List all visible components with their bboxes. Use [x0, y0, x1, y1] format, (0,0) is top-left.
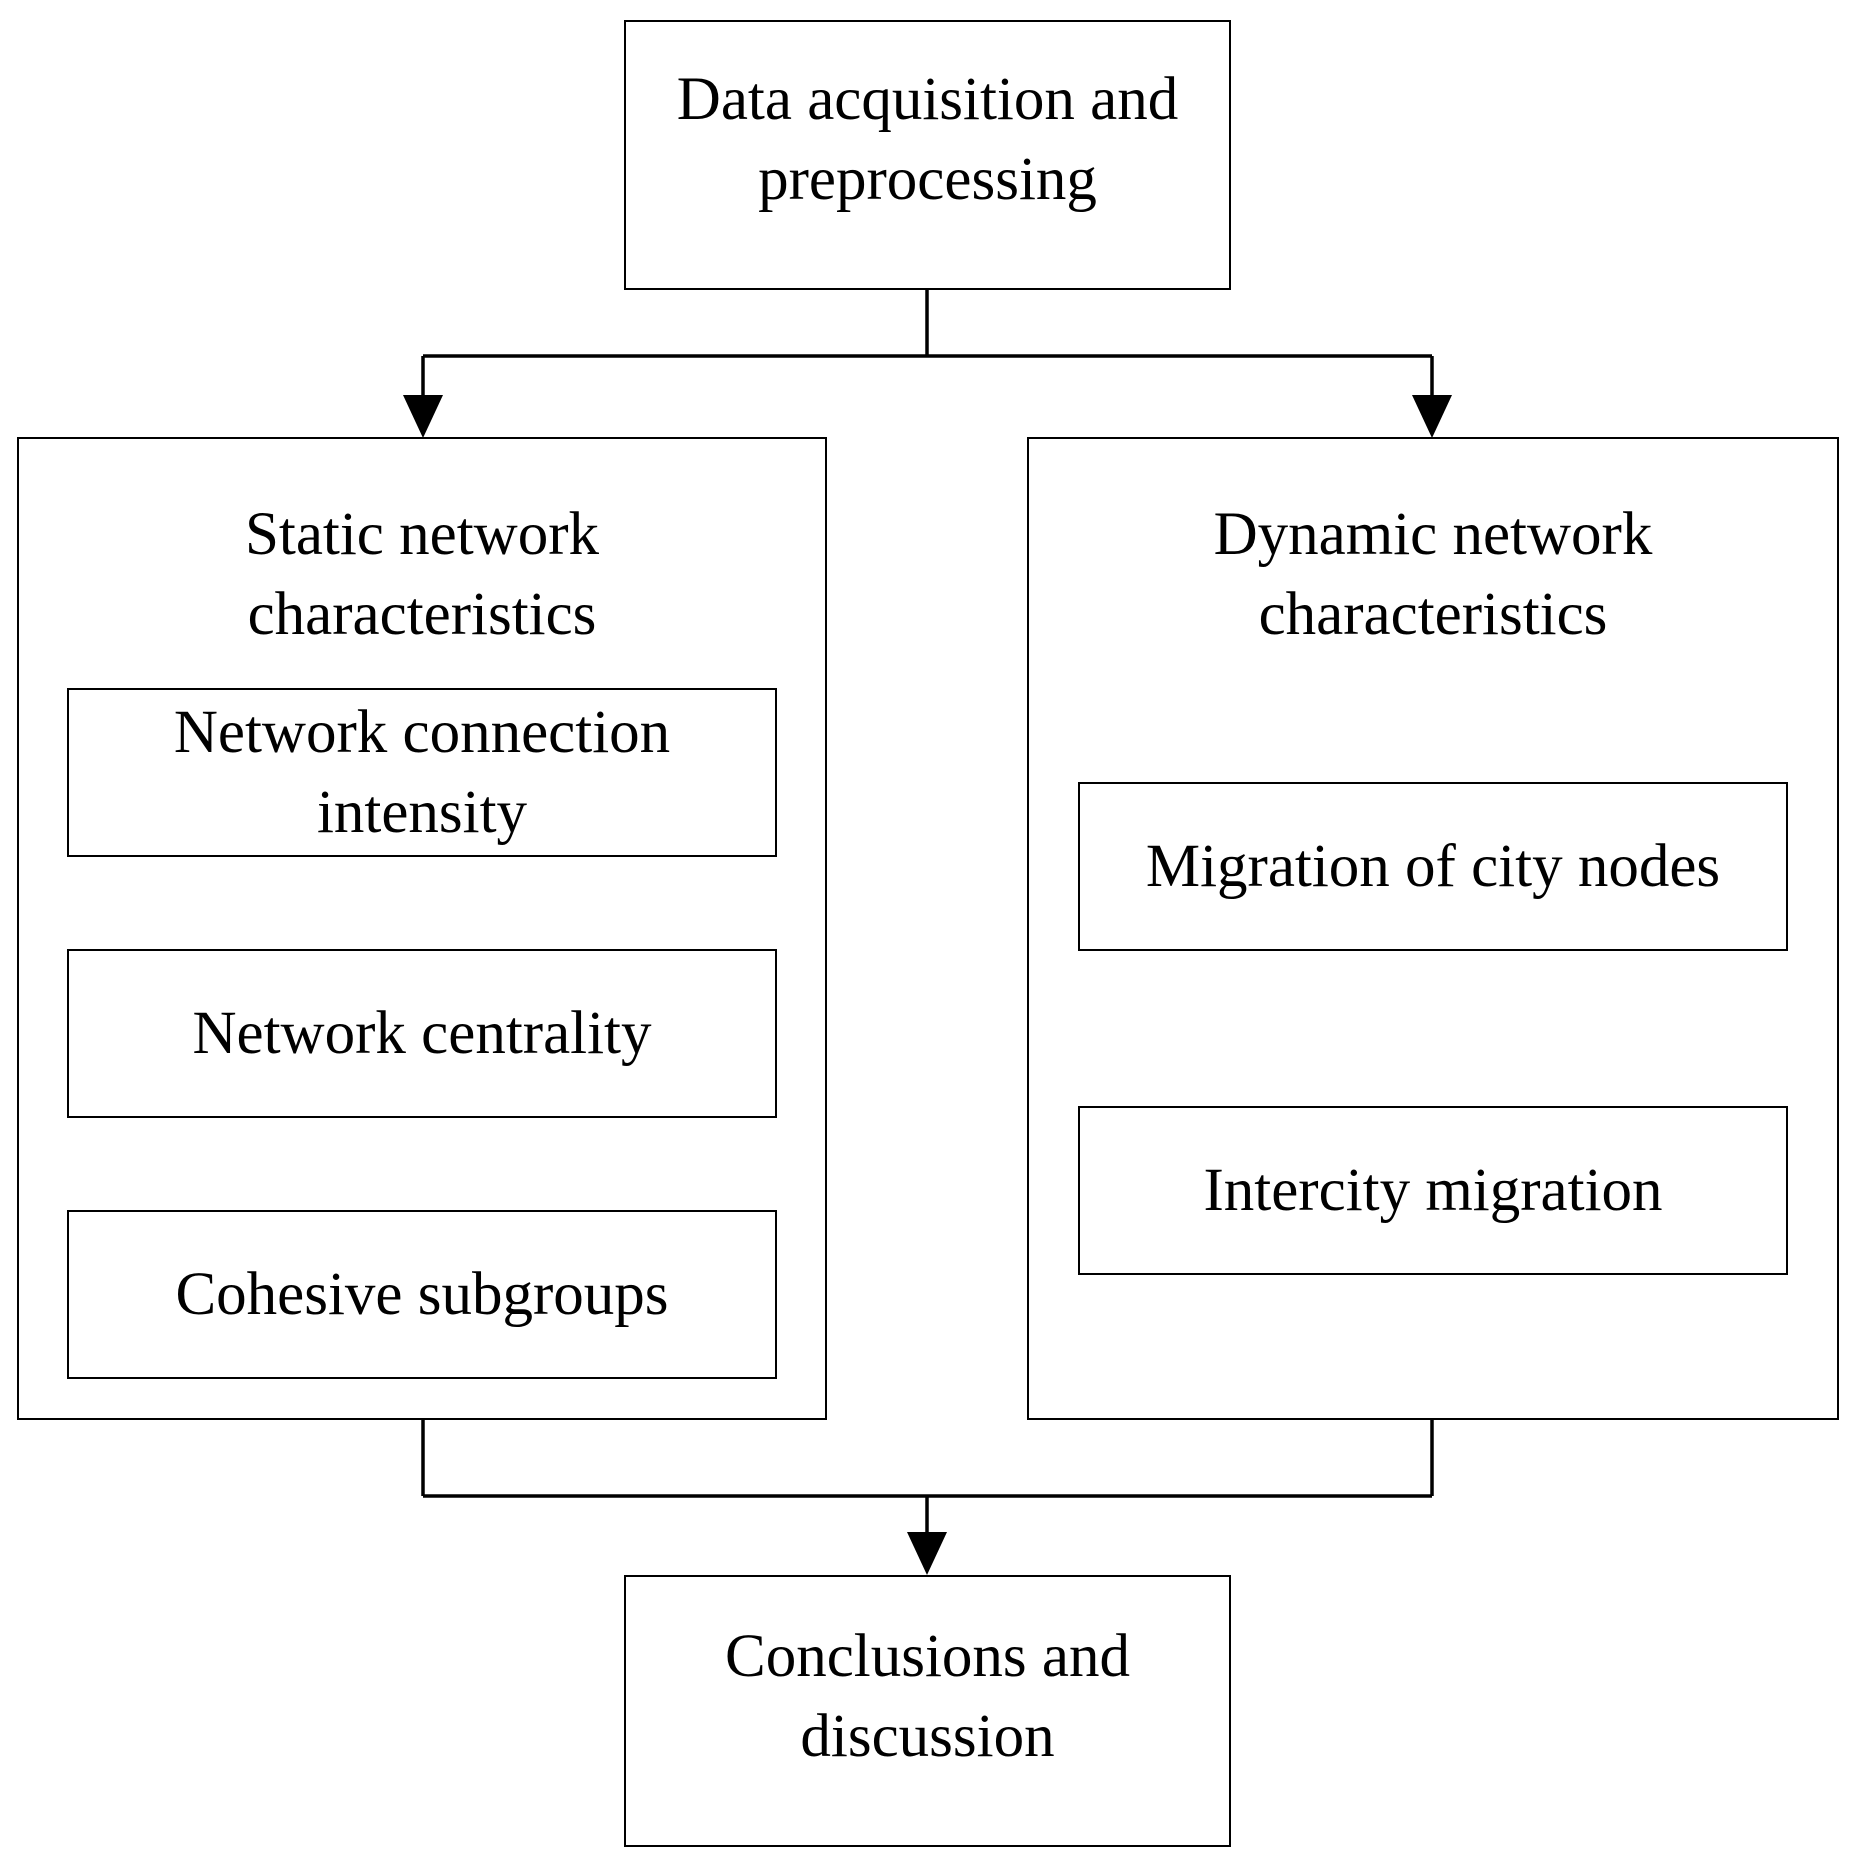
step-cohesive-subgroups — [67, 1210, 777, 1379]
step-intercity-migration-label: Intercity migration — [1203, 1156, 1663, 1224]
conclusions-box — [624, 1575, 1231, 1847]
data-acquisition-box — [624, 20, 1231, 290]
step-cohesive-subgroups-label: Cohesive subgroups — [175, 1260, 669, 1328]
step-network-centrality-label: Network centrality — [192, 999, 652, 1067]
step-migration-of-city-nodes — [1078, 782, 1788, 951]
static-network-title: Static network characteristics — [244, 501, 600, 648]
conclusions-label: Conclusions and discussion — [725, 1623, 1130, 1770]
data-acquisition-label: Data acquisition and preprocessing — [676, 66, 1179, 213]
step-migration-of-city-nodes-label: Migration of city nodes — [1145, 832, 1721, 900]
step-network-connection-intensity — [67, 688, 777, 857]
step-network-connection-intensity-label: Network connection intensity — [173, 699, 671, 846]
step-network-centrality — [67, 949, 777, 1118]
arrowhead-to-dynamic — [1412, 395, 1452, 438]
arrowhead-to-static — [403, 395, 443, 438]
step-intercity-migration — [1078, 1106, 1788, 1275]
dynamic-network-title: Dynamic network characteristics — [1213, 501, 1653, 648]
arrowhead-to-conclusions — [907, 1532, 947, 1575]
